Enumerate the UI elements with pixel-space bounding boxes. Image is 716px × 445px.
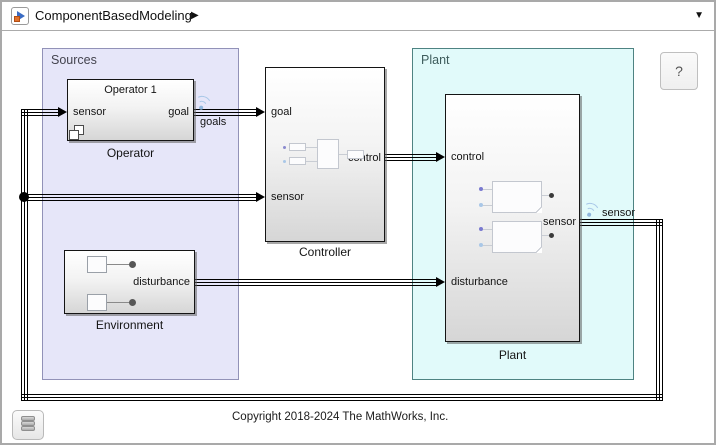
- preview-line: [483, 245, 492, 246]
- preview-dot: [129, 261, 136, 268]
- preview-block: [87, 256, 107, 273]
- preview-block: [289, 143, 306, 151]
- plant-caption[interactable]: Plant: [498, 348, 527, 362]
- controller-contents-preview: [283, 139, 365, 169]
- model-browser-toggle-button[interactable]: [12, 410, 44, 440]
- plant-port-disturbance: disturbance: [451, 276, 508, 288]
- preview-dot: [129, 299, 136, 306]
- goals-annotation[interactable]: goals: [200, 116, 227, 128]
- preview-block: [87, 294, 107, 311]
- preview-line: [483, 229, 492, 230]
- breadcrumb-expand-icon[interactable]: ▶: [191, 10, 199, 21]
- preview-block: [347, 150, 364, 159]
- preview-dot: [479, 227, 483, 231]
- operator-port-goal: goal: [168, 106, 189, 118]
- wire-sensor-right-vertical[interactable]: [656, 219, 663, 401]
- preview-dogear: [535, 246, 542, 253]
- preview-dot: [549, 193, 554, 198]
- wire-control-arrowhead: [436, 152, 445, 162]
- preview-line: [483, 189, 492, 190]
- controller-block[interactable]: goal sensor control: [265, 67, 385, 242]
- wire-sensor-out[interactable]: [580, 219, 663, 226]
- plant-port-sensor: sensor: [542, 216, 576, 228]
- plant-port-control: control: [451, 151, 485, 163]
- wire-sensor-controller-arrowhead: [256, 192, 265, 202]
- simulink-box-glyph: [14, 16, 20, 22]
- wire-sensor-operator-arrowhead: [58, 107, 67, 117]
- simulink-model-icon: [11, 7, 29, 25]
- preview-line: [306, 161, 317, 162]
- environment-caption[interactable]: Environment: [95, 318, 164, 332]
- plant-contents-preview: [479, 181, 554, 257]
- simulink-arrow-glyph: [17, 11, 25, 21]
- wire-junction-dot: [19, 192, 29, 202]
- variant-badge-front-square: [69, 130, 79, 140]
- wire-sensor-bottom[interactable]: [21, 394, 663, 401]
- breadcrumb[interactable]: ComponentBasedModeling: [35, 8, 192, 23]
- wire-control[interactable]: [385, 154, 436, 161]
- breadcrumb-bar: ComponentBasedModeling ▶ ▼: [2, 2, 714, 31]
- wire-sensor-left-vertical[interactable]: [21, 109, 28, 401]
- controller-port-goal: goal: [271, 106, 292, 118]
- preview-line: [306, 147, 317, 148]
- preview-dot: [479, 203, 483, 207]
- copyright-text: Copyright 2018-2024 The MathWorks, Inc.: [232, 411, 449, 423]
- controller-caption[interactable]: Controller: [298, 245, 352, 259]
- controller-port-sensor: sensor: [271, 191, 305, 203]
- preview-block: [317, 139, 339, 169]
- wire-goal[interactable]: [194, 109, 256, 116]
- operator-block[interactable]: Operator 1 sensor goal: [67, 79, 194, 141]
- wire-sensor-to-controller[interactable]: [21, 194, 256, 201]
- preview-block: [492, 181, 542, 213]
- stack-icon: [21, 421, 35, 426]
- operator-port-sensor: sensor: [73, 106, 107, 118]
- wire-disturbance-arrowhead: [436, 277, 445, 287]
- sources-area-label: Sources: [51, 53, 97, 67]
- preview-dogear: [535, 206, 542, 213]
- preview-block: [289, 157, 306, 165]
- plant-block[interactable]: control disturbance sensor: [445, 94, 580, 342]
- preview-dot: [549, 233, 554, 238]
- sensor-annotation[interactable]: sensor: [602, 207, 636, 219]
- preview-line: [542, 235, 551, 236]
- environment-block[interactable]: disturbance: [64, 250, 195, 314]
- dropdown-arrow-icon[interactable]: ▼: [694, 10, 704, 21]
- preview-dot: [283, 160, 286, 163]
- environment-contents-preview: [87, 256, 162, 311]
- variant-badge-icon: [69, 125, 86, 142]
- preview-dot: [479, 187, 483, 191]
- environment-port-disturbance: disturbance: [133, 276, 190, 288]
- stack-icon: [21, 426, 35, 431]
- preview-line: [542, 195, 551, 196]
- help-button[interactable]: ?: [660, 52, 698, 90]
- preview-dot: [283, 146, 286, 149]
- preview-line: [483, 205, 492, 206]
- wire-goal-arrowhead: [256, 107, 265, 117]
- preview-dot: [479, 243, 483, 247]
- preview-line: [339, 154, 347, 155]
- preview-line: [107, 264, 129, 265]
- preview-block: [492, 221, 542, 253]
- operator-caption[interactable]: Operator: [106, 146, 155, 160]
- preview-line: [107, 302, 129, 303]
- wire-disturbance[interactable]: [195, 279, 436, 286]
- wire-sensor-to-operator[interactable]: [21, 109, 58, 116]
- operator-title: Operator 1: [104, 84, 157, 96]
- plant-area-label: Plant: [421, 53, 450, 67]
- stack-icon: [21, 416, 35, 421]
